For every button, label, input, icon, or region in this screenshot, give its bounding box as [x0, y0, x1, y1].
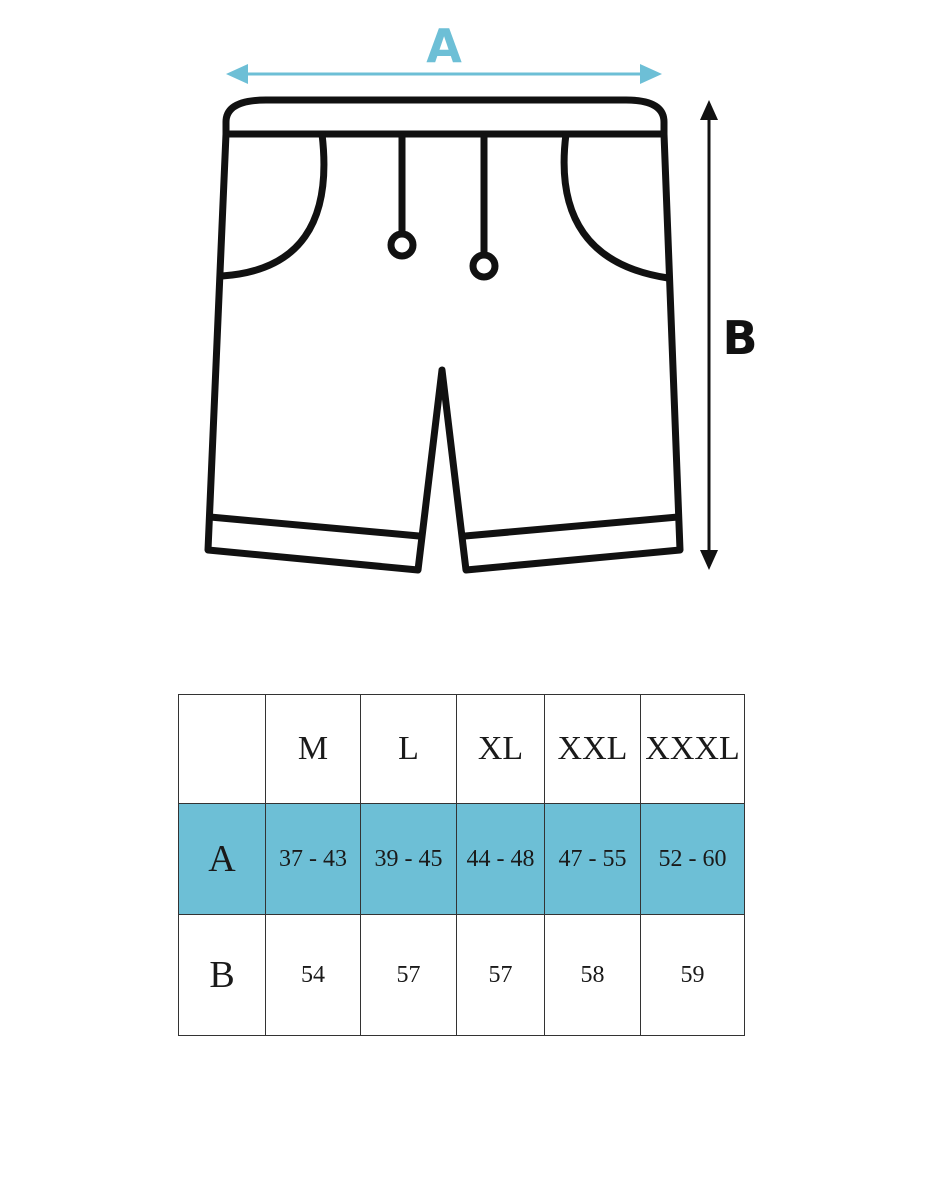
table-row-b: B 54 57 57 58 59	[178, 914, 745, 1036]
length-label: B	[722, 311, 757, 365]
right-hem-line	[461, 513, 682, 540]
width-dimension-arrow	[226, 64, 662, 84]
row-label-b: B	[178, 914, 266, 1036]
left-pocket	[218, 130, 328, 280]
length-dimension-arrow	[700, 100, 718, 570]
table-cell: 52 - 60	[640, 803, 745, 915]
row-label-a: A	[178, 803, 266, 915]
table-cell: 37 - 43	[265, 803, 361, 915]
table-header-row: M L XL XXL XXXL	[178, 694, 745, 804]
size-header-l: L	[360, 694, 457, 804]
shorts-diagram: A B	[204, 19, 758, 574]
size-header-xxxl: XXXL	[640, 694, 745, 804]
size-header-m: M	[265, 694, 361, 804]
table-cell: 44 - 48	[456, 803, 545, 915]
table-cell: 47 - 55	[544, 803, 641, 915]
table-cell: 57	[360, 914, 457, 1036]
right-drawstring-tip	[469, 251, 499, 281]
size-header-xl: XL	[456, 694, 545, 804]
table-cell: 57	[456, 914, 545, 1036]
shorts-outline	[204, 96, 684, 574]
size-header-xxl: XXL	[544, 694, 641, 804]
table-cell: 59	[640, 914, 745, 1036]
shorts-body	[204, 130, 684, 574]
size-chart-table: M L XL XXL XXXL A 37 - 43 39 - 45 44 - 4…	[178, 694, 745, 1036]
table-row-a: A 37 - 43 39 - 45 44 - 48 47 - 55 52 - 6…	[178, 803, 745, 915]
table-cell: 39 - 45	[360, 803, 457, 915]
left-drawstring-tip	[387, 230, 417, 260]
table-cell: 54	[265, 914, 361, 1036]
width-label: A	[426, 19, 462, 73]
left-hem-line	[206, 513, 423, 540]
waistband	[222, 96, 668, 138]
table-cell: 58	[544, 914, 641, 1036]
table-corner-cell	[178, 694, 266, 804]
right-pocket	[560, 130, 672, 282]
